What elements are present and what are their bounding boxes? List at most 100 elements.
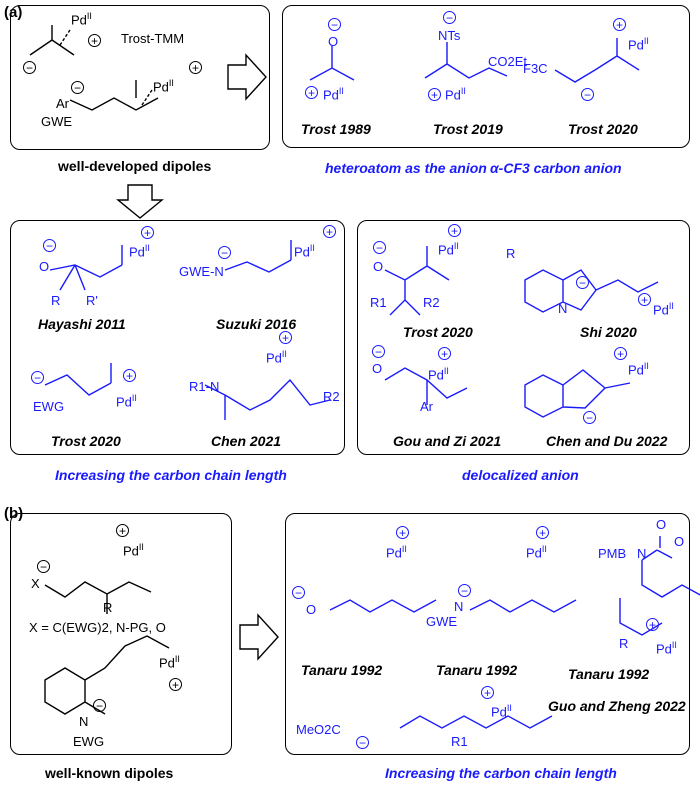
ref-gou-zi-2021: Gou and Zi 2021 <box>393 433 502 449</box>
ewg-label: EWG <box>33 399 65 414</box>
plus-charge-icon: + <box>448 224 461 237</box>
minus-charge-icon: − <box>31 371 44 384</box>
plus-charge-icon: + <box>169 678 182 691</box>
r1-n-label: R1-N <box>189 379 220 394</box>
pd: Pd <box>438 242 454 258</box>
minus-charge-icon: − <box>93 699 106 712</box>
ox-state: II <box>541 544 547 554</box>
pmb-label: PMB <box>598 546 627 561</box>
r1-label: R1 <box>370 295 387 310</box>
minus-charge-icon: − <box>71 81 84 94</box>
plus-charge-icon: + <box>646 618 659 631</box>
pd-label: PdII <box>116 393 137 409</box>
plus-charge-icon: + <box>116 524 129 537</box>
pd-label: PdII <box>123 542 144 558</box>
ox-state: II <box>443 366 449 376</box>
gwe-label: GWE <box>41 114 73 129</box>
pd: Pd <box>323 87 339 103</box>
ox-state: II <box>668 301 674 311</box>
minus-charge-icon: − <box>43 239 56 252</box>
pd-label: PdII <box>445 86 466 102</box>
pd-label: PdII <box>628 36 649 52</box>
r-prime-label: R' <box>86 293 98 308</box>
plus-charge-icon: + <box>613 18 626 31</box>
oxygen-label: O <box>328 34 339 49</box>
ref-trost-2020: Trost 2020 <box>568 121 638 137</box>
ox-state: II <box>86 11 92 21</box>
ox-state: II <box>281 349 287 359</box>
pd-label: PdII <box>71 11 92 27</box>
pd: Pd <box>129 244 145 260</box>
ox-state: II <box>168 78 174 88</box>
minus-charge-icon: − <box>458 584 471 597</box>
pd: Pd <box>116 394 132 410</box>
ref-chen-2021: Chen 2021 <box>211 433 282 449</box>
pd-label: PdII <box>656 640 677 656</box>
plus-charge-icon: + <box>438 347 451 360</box>
minus-charge-icon: − <box>583 411 596 424</box>
n: N <box>209 379 220 394</box>
ox-state: II <box>144 243 150 253</box>
f3c-label: F3C <box>523 61 548 76</box>
ox-state: II <box>643 361 649 371</box>
ref-shi-2020: Shi 2020 <box>580 324 637 340</box>
plus-charge-icon: + <box>123 369 136 382</box>
r1: R1 <box>189 379 206 394</box>
ref-tanaru-1992-c: Tanaru 1992 <box>568 666 650 682</box>
minus-charge-icon: − <box>576 276 589 289</box>
pd: Pd <box>628 37 644 53</box>
ox-state: II <box>671 640 677 650</box>
pd-label: PdII <box>438 241 459 257</box>
meo2c-label: MeO2C <box>296 722 341 737</box>
pd: Pd <box>71 12 87 28</box>
pd: Pd <box>428 367 444 383</box>
minus-charge-icon: − <box>37 560 50 573</box>
nts-label: NTs <box>438 28 461 43</box>
ar-label: Ar <box>420 399 433 414</box>
minus-charge-icon: − <box>443 11 456 24</box>
ref-tanaru-1992-b: Tanaru 1992 <box>436 662 518 678</box>
caption-well-known-dipoles: well-known dipoles <box>45 765 174 781</box>
plus-charge-icon: + <box>396 526 409 539</box>
arrow-right-icon <box>227 53 267 101</box>
oxygen-label: O <box>372 361 383 376</box>
pd-label: PdII <box>526 544 547 560</box>
n: N <box>214 264 224 279</box>
pd-label: PdII <box>323 86 344 102</box>
ref-guo-zheng-2022: Guo and Zheng 2022 <box>548 698 686 714</box>
pd-label: PdII <box>294 243 315 259</box>
minus-charge-icon: − <box>372 345 385 358</box>
oxygen-label: O <box>39 259 50 274</box>
plus-charge-icon: + <box>638 293 651 306</box>
caption-carbon-chain-b: Increasing the carbon chain length <box>385 765 617 781</box>
pd: Pd <box>123 543 139 559</box>
n-label: N <box>454 599 464 614</box>
pd: Pd <box>159 655 175 671</box>
ref-tanaru-1992-a: Tanaru 1992 <box>301 662 383 678</box>
ox-state: II <box>401 544 407 554</box>
pd: Pd <box>386 545 402 561</box>
r-label: R <box>51 293 61 308</box>
ox-state: II <box>131 393 137 403</box>
ox-state: II <box>506 703 512 713</box>
plus-charge-icon: + <box>279 331 292 344</box>
r2-label: R2 <box>323 389 340 404</box>
gwe-label: GWE-N <box>179 264 224 279</box>
trost-tmm-label: Trost-TMM <box>121 31 185 46</box>
pd: Pd <box>153 79 169 95</box>
co2et-label: CO2Et <box>488 54 528 69</box>
r2-label: R2 <box>423 295 440 310</box>
box-well-known-dipoles: + PdII X − R X = C(EWG)2, N-PG, O PdII +… <box>10 513 232 755</box>
oxygen-label: O <box>656 517 667 532</box>
ox-state: II <box>174 654 180 664</box>
ewg-label: EWG <box>73 734 105 749</box>
plus-charge-icon: + <box>141 226 154 239</box>
ox-state: II <box>460 86 466 96</box>
plus-charge-icon: + <box>614 347 627 360</box>
plus-charge-icon: + <box>305 86 318 99</box>
ref-trost-2019: Trost 2019 <box>433 121 503 137</box>
box-well-developed-dipoles: PdII + − Trost-TMM + PdII − Ar GWE <box>10 5 270 150</box>
pd-label: PdII <box>428 366 449 382</box>
arrow-right-icon <box>239 613 279 661</box>
